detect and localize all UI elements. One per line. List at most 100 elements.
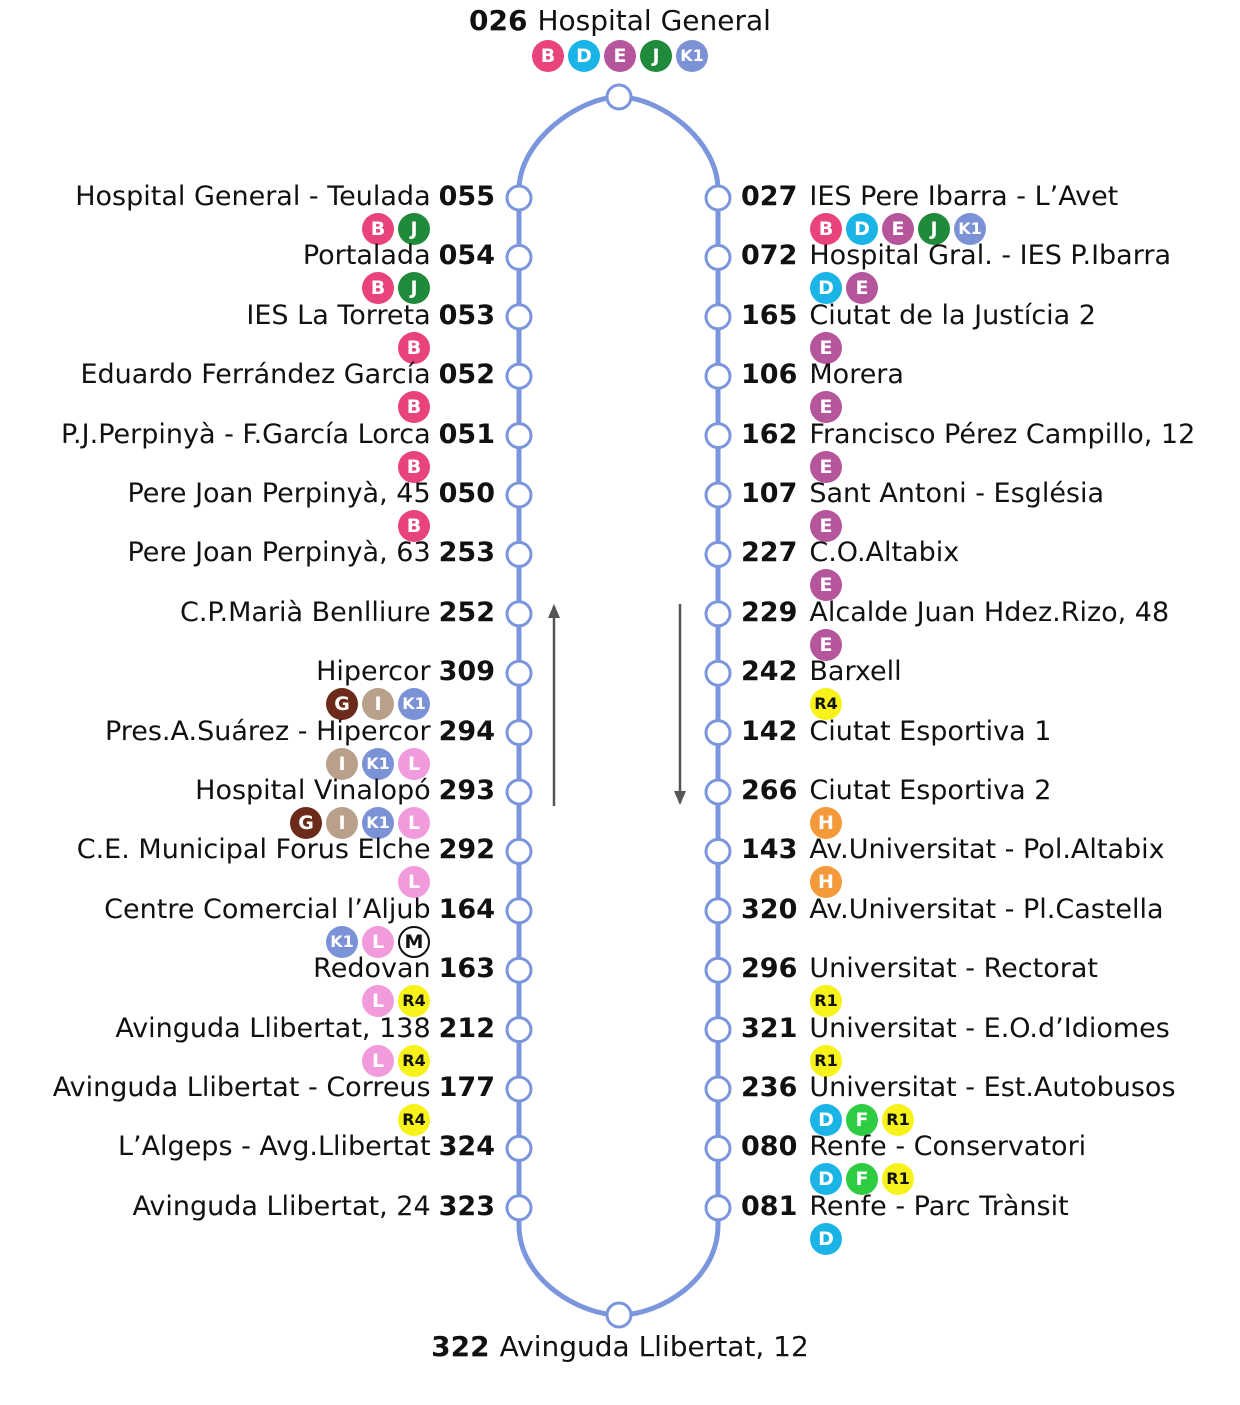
line-badge-i[interactable]: I (326, 807, 358, 839)
stop-node-right-11[interactable] (704, 837, 732, 865)
stop-node-left-17[interactable] (505, 1194, 533, 1222)
line-badge-j[interactable]: J (640, 40, 672, 72)
stop-node-right-9[interactable] (704, 719, 732, 747)
line-badge-f[interactable]: F (846, 1104, 878, 1136)
line-badge-j[interactable]: J (398, 213, 430, 245)
line-badge-r4[interactable]: R4 (398, 1104, 430, 1136)
line-badge-e[interactable]: E (810, 391, 842, 424)
stop-node-right-5[interactable] (704, 481, 732, 509)
line-badge-r4[interactable]: R4 (810, 688, 842, 721)
line-badge-j[interactable]: J (918, 213, 950, 245)
stop-node-right-1[interactable] (704, 243, 732, 271)
line-badge-r4[interactable]: R4 (398, 985, 430, 1018)
line-badge-b[interactable]: B (398, 510, 430, 542)
stop-node-bottom[interactable] (605, 1301, 633, 1329)
line-badge-r1[interactable]: R1 (882, 1163, 914, 1196)
stop-node-right-15[interactable] (704, 1075, 732, 1103)
stop-node-right-14[interactable] (704, 1016, 732, 1044)
line-badge-m[interactable]: M (398, 925, 430, 958)
stop-node-left-10[interactable] (505, 778, 533, 806)
line-badge-b[interactable]: B (398, 391, 430, 424)
stop-node-left-15[interactable] (505, 1075, 533, 1103)
line-badge-h[interactable]: H (810, 807, 842, 839)
line-badge-k1[interactable]: K1 (954, 213, 986, 245)
line-badge-k1[interactable]: K1 (398, 688, 430, 721)
line-badge-d[interactable]: D (810, 1104, 842, 1136)
stop-node-left-1[interactable] (505, 243, 533, 271)
line-badge-r1[interactable]: R1 (810, 1044, 842, 1077)
stop-node-left-8[interactable] (505, 659, 533, 687)
stop-node-left-16[interactable] (505, 1134, 533, 1162)
line-badge-l[interactable]: L (362, 925, 394, 958)
stop-node-left-4[interactable] (505, 422, 533, 450)
line-badge-r1[interactable]: R1 (810, 985, 842, 1018)
line-badge-e[interactable]: E (810, 510, 842, 542)
stop-node-right-7[interactable] (704, 600, 732, 628)
line-badge-k1[interactable]: K1 (362, 747, 394, 780)
line-badge-k1[interactable]: K1 (362, 807, 394, 839)
line-badge-d[interactable]: D (568, 40, 600, 72)
stop-node-left-12[interactable] (505, 897, 533, 925)
line-badge-l[interactable]: L (362, 1044, 394, 1077)
line-badge-r1[interactable]: R1 (882, 1104, 914, 1136)
stop-node-right-12[interactable] (704, 897, 732, 925)
line-badge-e[interactable]: E (604, 40, 636, 72)
line-badge-e[interactable]: E (810, 569, 842, 602)
line-badge-e[interactable]: E (810, 331, 842, 364)
line-badge-i[interactable]: I (326, 747, 358, 780)
stop-node-left-3[interactable] (505, 362, 533, 390)
stop-node-left-11[interactable] (505, 837, 533, 865)
line-badge-g[interactable]: G (326, 688, 358, 721)
stop-node-right-0[interactable] (704, 184, 732, 212)
line-badge-l[interactable]: L (398, 807, 430, 839)
stop-node-right-10[interactable] (704, 778, 732, 806)
stop-node-left-13[interactable] (505, 956, 533, 984)
line-badge-l[interactable]: L (362, 985, 394, 1018)
line-badge-d[interactable]: D (810, 1222, 842, 1255)
line-badge-i[interactable]: I (362, 688, 394, 721)
line-badge-d[interactable]: D (810, 1163, 842, 1196)
line-badge-e[interactable]: E (882, 213, 914, 245)
stop-node-right-8[interactable] (704, 659, 732, 687)
stop-node-top[interactable] (605, 83, 633, 111)
stop-node-right-3[interactable] (704, 362, 732, 390)
line-badge-b[interactable]: B (810, 213, 842, 245)
line-badge-d[interactable]: D (846, 213, 878, 245)
line-badge-b[interactable]: B (398, 450, 430, 483)
stop-node-right-4[interactable] (704, 422, 732, 450)
stop-node-right-16[interactable] (704, 1134, 732, 1162)
